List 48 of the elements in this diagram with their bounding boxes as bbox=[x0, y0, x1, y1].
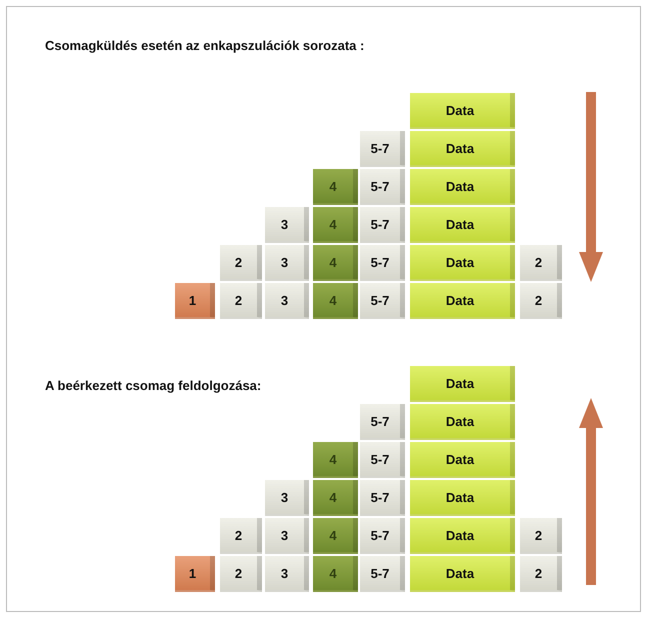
section-heading: A beérkezett csomag feldolgozása: bbox=[45, 378, 262, 393]
stacked-block: 4 bbox=[313, 207, 358, 243]
stacked-block: 2 bbox=[220, 518, 262, 554]
stacked-block: 2 bbox=[220, 556, 262, 592]
stacked-block: 4 bbox=[313, 442, 358, 478]
stacked-block: 4 bbox=[313, 556, 358, 592]
stacked-block: Data bbox=[410, 518, 515, 554]
stacked-block: 4 bbox=[313, 283, 358, 319]
stacked-block: 3 bbox=[265, 480, 309, 516]
stacked-block: 5-7 bbox=[360, 404, 405, 440]
stacked-block: Data bbox=[410, 207, 515, 243]
stacked-block: Data bbox=[410, 480, 515, 516]
stacked-block: 4 bbox=[313, 245, 358, 281]
stacked-block: 5-7 bbox=[360, 556, 405, 592]
stacked-block: 2 bbox=[220, 245, 262, 281]
stacked-block: 5-7 bbox=[360, 442, 405, 478]
stacked-block: Data bbox=[410, 556, 515, 592]
stacked-block: Data bbox=[410, 131, 515, 167]
stacked-block: 2 bbox=[520, 556, 562, 592]
stacked-block: 4 bbox=[313, 169, 358, 205]
stacked-block: 5-7 bbox=[360, 283, 405, 319]
stacked-block: Data bbox=[410, 404, 515, 440]
stacked-block: 1 bbox=[175, 556, 215, 592]
stacked-block: Data bbox=[410, 366, 515, 402]
stacked-block: Data bbox=[410, 283, 515, 319]
stacked-block: 2 bbox=[520, 518, 562, 554]
section-heading: Csomagküldés esetén az enkapszulációk sorozata : bbox=[45, 38, 364, 53]
stacked-block: 5-7 bbox=[360, 480, 405, 516]
stacked-block: 3 bbox=[265, 556, 309, 592]
stacked-block: 4 bbox=[313, 518, 358, 554]
stacked-block: 3 bbox=[265, 283, 309, 319]
stacked-block: Data bbox=[410, 169, 515, 205]
stacked-block: 5-7 bbox=[360, 518, 405, 554]
stacked-block: 1 bbox=[175, 283, 215, 319]
stacked-block: 3 bbox=[265, 207, 309, 243]
stacked-block: 5-7 bbox=[360, 207, 405, 243]
stacked-block: 2 bbox=[520, 245, 562, 281]
stacked-block: 5-7 bbox=[360, 131, 405, 167]
stacked-block: 3 bbox=[265, 245, 309, 281]
stacked-block: 2 bbox=[220, 283, 262, 319]
stacked-block: Data bbox=[410, 245, 515, 281]
stacked-block: 3 bbox=[265, 518, 309, 554]
stacked-block: Data bbox=[410, 93, 515, 129]
stacked-block: Data bbox=[410, 442, 515, 478]
stacked-block: 5-7 bbox=[360, 245, 405, 281]
stacked-block: 4 bbox=[313, 480, 358, 516]
stacked-block: 5-7 bbox=[360, 169, 405, 205]
stacked-block: 2 bbox=[520, 283, 562, 319]
